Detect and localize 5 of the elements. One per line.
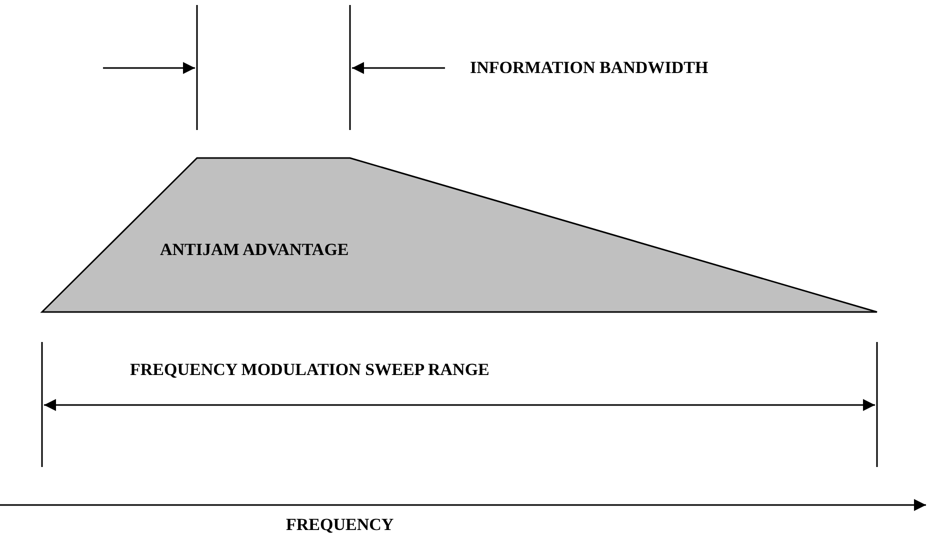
dimension-label: INFORMATION BANDWIDTH <box>470 58 708 78</box>
dimension-label: FREQUENCY MODULATION SWEEP RANGE <box>130 360 490 380</box>
region-label: ANTIJAM ADVANTAGE <box>160 240 349 260</box>
shaded-region <box>42 158 877 312</box>
axis-label: FREQUENCY <box>286 515 394 535</box>
